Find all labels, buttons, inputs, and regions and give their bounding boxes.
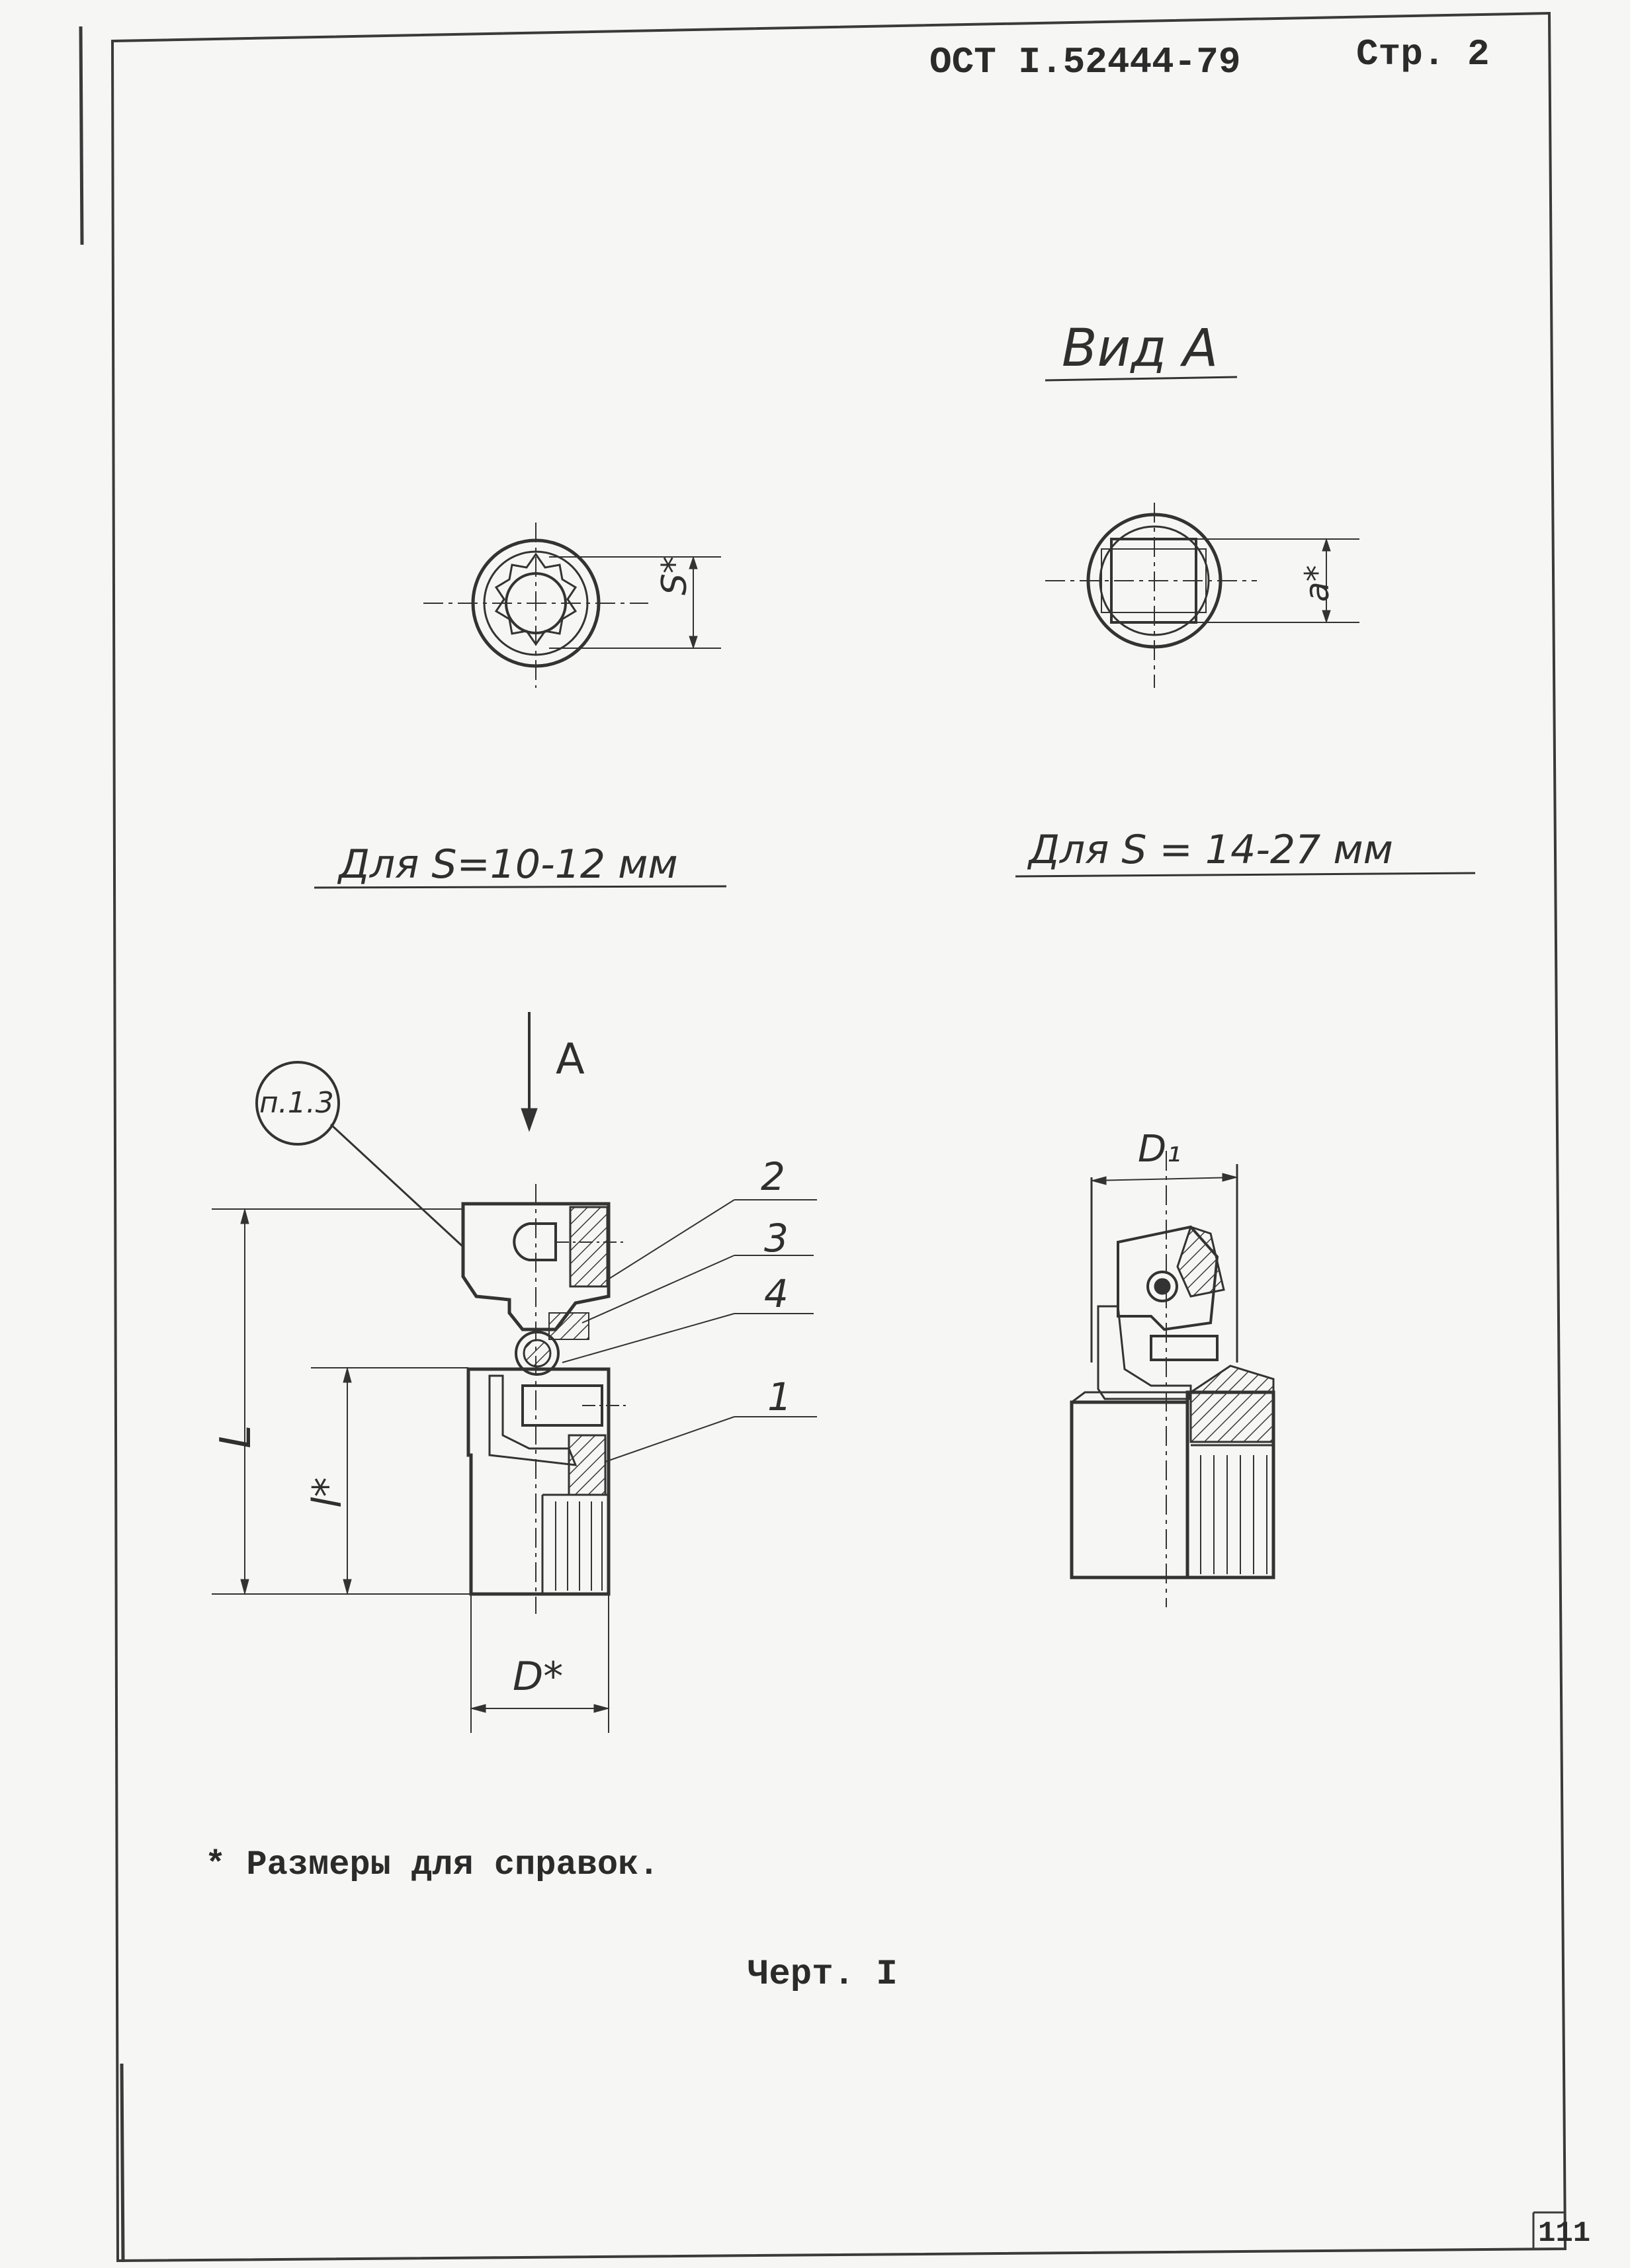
sheet-number: 111 <box>1538 2217 1591 2250</box>
alt-joint-section <box>1070 1151 1275 1607</box>
view-arrow-a <box>521 1012 538 1132</box>
callout-4: 4 <box>764 1271 789 1316</box>
page-label: Стр. 2 <box>1356 33 1490 75</box>
note-reference: п.1.3 <box>259 1086 334 1120</box>
footnote: * Размеры для справок. <box>205 1845 660 1884</box>
view-arrow-a-label: А <box>556 1035 585 1084</box>
caption-large-range: Для S = 14-27 мм <box>1029 827 1393 873</box>
socket-top-view-small <box>423 523 721 688</box>
caption-underlines <box>314 376 1476 889</box>
dimension-s-star: S* <box>655 556 695 595</box>
dimension-D1: D₁ <box>1138 1128 1181 1171</box>
callout-2: 2 <box>761 1154 785 1199</box>
dimension-l-star: l* <box>304 1477 351 1508</box>
note-balloon <box>255 1061 464 1248</box>
dimension-L: L <box>212 1425 261 1449</box>
caption-small-range: Для S=10-12 мм <box>339 841 678 888</box>
universal-joint-section <box>212 1184 817 1733</box>
document-code: ОСТ I.52444-79 <box>929 41 1241 83</box>
callout-1: 1 <box>767 1374 792 1419</box>
callout-3: 3 <box>764 1216 789 1261</box>
figure-label: Черт. I <box>748 1954 898 1995</box>
view-a-title: Вид А <box>1062 319 1219 378</box>
square-drive-view <box>1045 503 1359 688</box>
page-frame <box>79 11 1567 2263</box>
dimension-a-star: a* <box>1298 565 1336 602</box>
dimension-D-star: D* <box>513 1654 564 1700</box>
